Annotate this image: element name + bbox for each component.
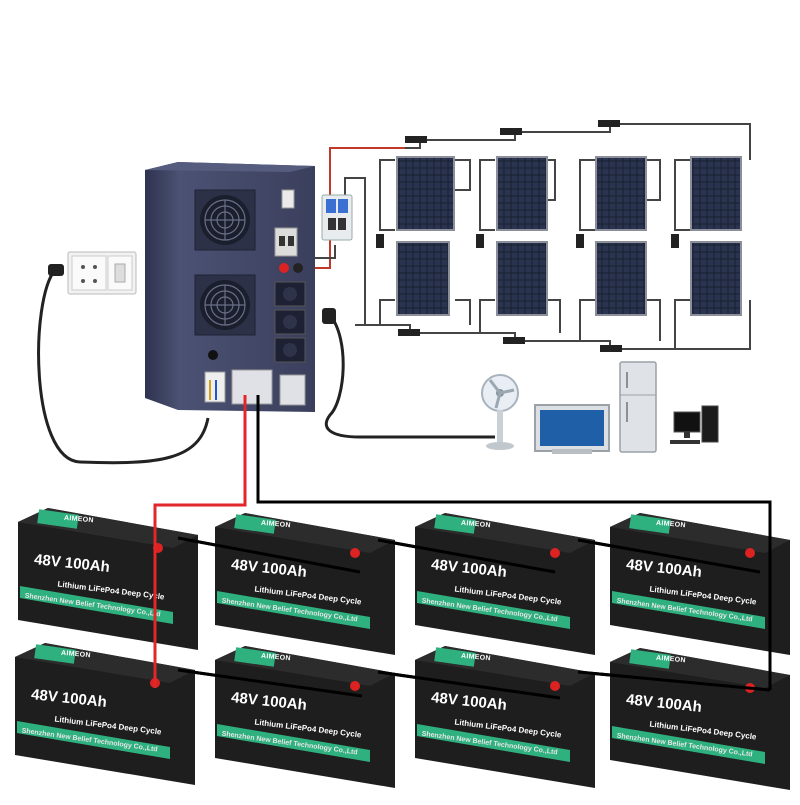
battery-module-7: AIMEON 48V 100Ah Lithium LiFePo4 Deep Cy… [405,638,595,788]
solar-panel-icon [690,241,742,316]
solar-panel-icon [690,156,742,231]
refrigerator-icon [619,361,657,453]
solar-panel-icon [595,241,647,316]
dc-breaker-icon [321,194,353,241]
solar-panel-array [396,156,742,316]
grid-input-cable [37,269,210,465]
solar-panel-icon [396,156,455,231]
ac-output-cable [324,314,495,439]
inverter-icon [145,162,315,412]
desktop-computer-icon [670,405,719,444]
solar-panel-icon [396,241,450,316]
battery-module-6: AIMEON 48V 100Ah Lithium LiFePo4 Deep Cy… [205,638,395,788]
plug-icon [322,308,336,324]
battery-module-1: AIMEON 48V 100Ah Lithium LiFePo4 Deep Cy… [8,500,198,650]
battery-module-8: AIMEON 48V 100Ah Lithium LiFePo4 Deep Cy… [600,640,790,790]
plug-icon [48,264,64,276]
battery-module-2: AIMEON 48V 100Ah Lithium LiFePo4 Deep Cy… [205,505,395,655]
battery-module-4: AIMEON 48V 100Ah Lithium LiFePo4 Deep Cy… [600,505,790,655]
pv-wiring [345,120,751,352]
solar-panel-icon [496,156,548,231]
battery-module-5: AIMEON 48V 100Ah Lithium LiFePo4 Deep Cy… [5,635,195,785]
solar-panel-icon [595,156,647,231]
electric-fan-icon [481,374,519,450]
wall-socket-icon [67,251,137,295]
solar-panel-icon [496,241,548,316]
battery-module-3: AIMEON 48V 100Ah Lithium LiFePo4 Deep Cy… [405,505,595,655]
television-icon [534,404,610,454]
